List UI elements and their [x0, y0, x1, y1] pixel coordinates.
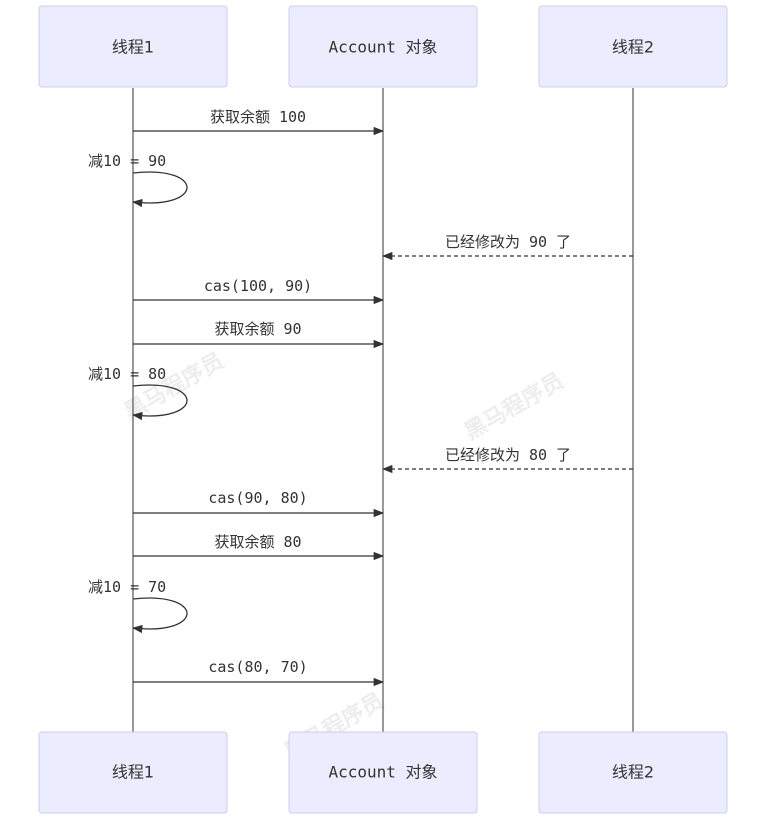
message-cas-90-80: cas(90, 80) — [133, 489, 385, 518]
message-label: 已经修改为 80 了 — [445, 446, 571, 464]
message-label: 减10 = 80 — [88, 365, 166, 383]
actor-account-top: Account 对象 — [288, 5, 478, 88]
message-label: 减10 = 90 — [88, 152, 166, 170]
message-self-loop — [131, 171, 188, 208]
actor-label: 线程2 — [612, 38, 654, 57]
message-self-subtract-70: 减10 = 70 — [88, 578, 188, 634]
message-self-loop — [131, 597, 188, 634]
actor-label: Account 对象 — [328, 763, 437, 782]
message-label: cas(90, 80) — [208, 489, 307, 507]
actor-thread1-bottom: 线程1 — [38, 731, 228, 814]
watermark-layer: 黑马程序员 黑马程序员 黑马程序员 黑马程序员 — [120, 8, 568, 766]
message-cas-100-90: cas(100, 90) — [133, 277, 385, 305]
message-get-balance-90: 获取余额 90 — [133, 320, 385, 349]
watermark-3: 黑马程序员 — [460, 368, 568, 446]
actor-label: 线程2 — [612, 763, 654, 782]
message-get-balance-100: 获取余额 100 — [133, 108, 385, 136]
message-get-balance-80: 获取余额 80 — [133, 533, 385, 561]
message-cas-80-70: cas(80, 70) — [133, 658, 385, 687]
message-modified-80: 已经修改为 80 了 — [381, 446, 633, 474]
message-label: 已经修改为 90 了 — [445, 233, 571, 251]
actor-account-bottom: Account 对象 — [288, 731, 478, 814]
message-modified-90: 已经修改为 90 了 — [381, 233, 633, 261]
actor-thread1-top: 线程1 — [38, 5, 228, 88]
actor-thread2-top: 线程2 — [538, 5, 728, 88]
message-label: cas(100, 90) — [204, 277, 312, 295]
message-label: 获取余额 80 — [214, 533, 301, 551]
message-label: 减10 = 70 — [88, 578, 166, 596]
message-self-subtract-80: 减10 = 80 — [88, 365, 188, 421]
actor-label: 线程1 — [112, 38, 154, 57]
actor-label: Account 对象 — [328, 38, 437, 57]
watermark-2: 黑马程序员 — [120, 348, 228, 426]
actor-label: 线程1 — [112, 763, 154, 782]
message-label: cas(80, 70) — [208, 658, 307, 676]
message-self-subtract-90: 减10 = 90 — [88, 152, 188, 208]
message-self-loop — [131, 384, 188, 421]
message-label: 获取余额 100 — [210, 108, 306, 126]
message-label: 获取余额 90 — [214, 320, 301, 338]
actor-thread2-bottom: 线程2 — [538, 731, 728, 814]
